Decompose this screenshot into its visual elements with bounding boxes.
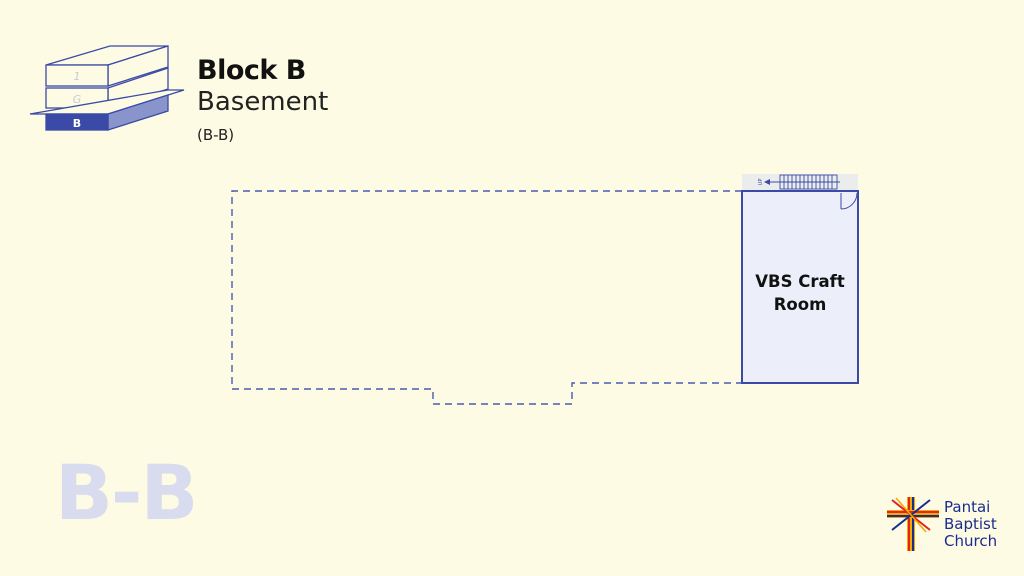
level-b-label: B xyxy=(73,117,81,130)
floor-name: Basement xyxy=(197,87,329,117)
block-title: Block B xyxy=(197,55,306,86)
vbs-craft-room xyxy=(741,190,859,384)
level-1-label: 1 xyxy=(74,70,81,83)
floor-code: (B-B) xyxy=(197,126,235,144)
level-b-slab: B xyxy=(45,94,169,131)
level-g-label: G xyxy=(73,93,82,106)
staircase: UP xyxy=(742,174,858,191)
stair-arrow-icon xyxy=(764,179,770,185)
watermark-floor-code: B-B xyxy=(55,448,198,537)
room-label: VBS Craft Room xyxy=(755,272,845,314)
church-logo-icon xyxy=(887,497,939,551)
stair-up-label: UP xyxy=(758,179,764,186)
level-1-slab: 1 xyxy=(45,45,169,87)
church-logo-text: Pantai Baptist Church xyxy=(944,499,997,550)
title-block: Block B Basement (B-B) xyxy=(197,55,328,145)
door-icon xyxy=(840,192,858,210)
logo-line-2: Baptist xyxy=(944,515,997,533)
logo-line-3: Church xyxy=(944,532,998,550)
block-level-icon: 1 G B xyxy=(29,45,185,131)
building-outline xyxy=(231,190,742,405)
logo-line-1: Pantai xyxy=(944,498,991,516)
